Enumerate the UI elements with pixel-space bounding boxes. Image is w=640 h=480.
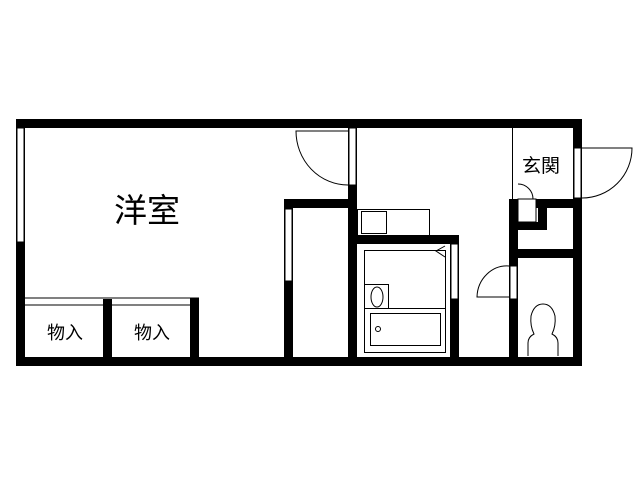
interior-wall — [348, 127, 357, 359]
outer-wall-right — [573, 119, 582, 366]
entrance-door-swing — [581, 147, 633, 199]
window-left — [16, 127, 25, 243]
toilet-wall-top — [518, 249, 573, 258]
room-label-closet-2: 物入 — [134, 323, 170, 344]
washbasin — [364, 284, 389, 309]
outer-wall-top — [16, 119, 582, 128]
room-label-closet-1: 物入 — [47, 323, 83, 344]
shoebox-wall — [509, 199, 573, 208]
entrance-door-panel — [573, 147, 582, 199]
bath-wall — [357, 235, 459, 244]
closet-divider — [103, 299, 112, 359]
room-label-entrance: 玄関 — [522, 155, 560, 177]
room-door-swing — [295, 130, 349, 186]
room-label-western: 洋室 — [114, 191, 180, 230]
shoebox-door-swing — [517, 183, 534, 200]
bathtub — [370, 313, 441, 346]
bath-door-mark — [435, 245, 446, 258]
toilet-door-swing — [476, 265, 510, 298]
room-door-panel — [348, 127, 357, 186]
kitchen-counter — [357, 209, 430, 236]
shoebox-door — [517, 198, 537, 223]
shoebox-wall — [518, 222, 547, 230]
toilet-door-panel — [509, 265, 518, 300]
kitchen-sink — [361, 211, 387, 234]
outer-wall-bottom — [16, 357, 582, 366]
sliding-panel — [284, 208, 293, 282]
shoebox-wall — [538, 208, 547, 230]
closet-wall — [190, 298, 199, 359]
bath-unit — [364, 250, 446, 353]
bathtub-drain — [375, 326, 381, 332]
bath-door-panel — [450, 243, 459, 300]
washbasin-bowl — [370, 286, 384, 308]
toilet-bowl — [527, 303, 559, 356]
interior-wall — [284, 199, 357, 208]
